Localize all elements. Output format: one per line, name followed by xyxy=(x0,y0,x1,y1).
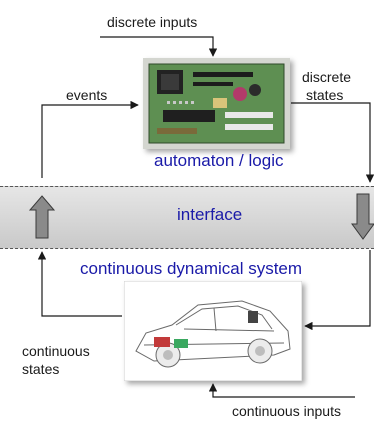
discrete-inputs-arrow xyxy=(100,36,218,57)
continuous-states-arrow xyxy=(37,251,122,317)
events-label: events xyxy=(66,87,108,103)
interface-label: interface xyxy=(177,205,243,224)
automaton-label: automaton / logic xyxy=(154,151,284,170)
discrete-states-arrow xyxy=(291,102,374,183)
up-block-arrow-icon xyxy=(28,195,56,239)
discrete-states-label-line1: discrete xyxy=(302,69,352,85)
down-block-arrow-icon xyxy=(351,193,374,240)
car-cutaway-image xyxy=(124,281,302,381)
discrete-states-label-line2: states xyxy=(306,87,344,103)
continuous-inputs-arrow xyxy=(208,383,355,398)
continuous-inputs-label: continuous inputs xyxy=(232,403,341,419)
continuous-states-label-line1: continuous xyxy=(22,343,90,359)
continuous-states-label-line2: states xyxy=(22,361,60,377)
continuous-to-car-arrow xyxy=(304,250,371,331)
discrete-inputs-label: discrete inputs xyxy=(107,14,198,30)
continuous-system-label: continuous dynamical system xyxy=(80,259,303,278)
interface-band xyxy=(0,186,374,249)
circuit-board-image xyxy=(143,58,290,149)
events-arrow xyxy=(41,100,139,178)
